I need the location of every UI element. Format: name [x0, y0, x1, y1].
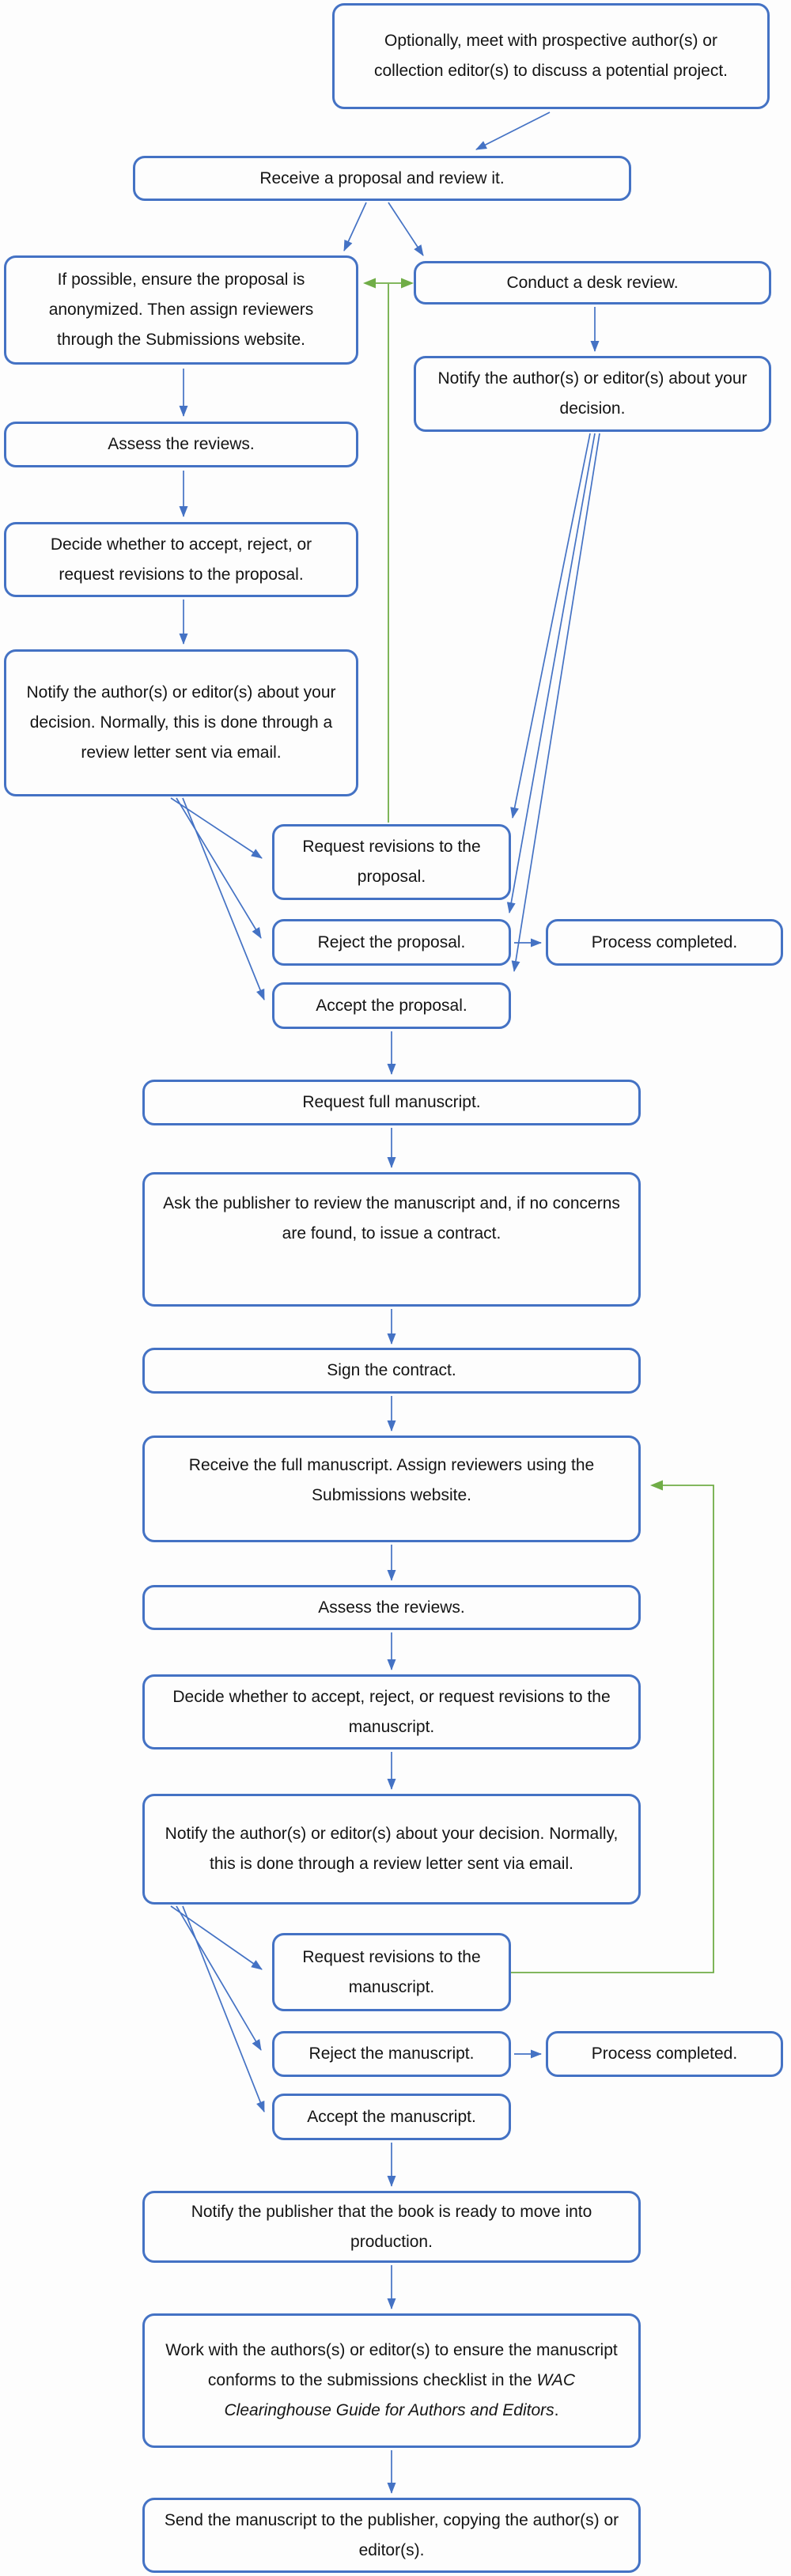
node-label: Ask the publisher to review the manuscri… — [163, 1194, 620, 1243]
node-label: Notify the author(s) or editor(s) about … — [165, 1825, 619, 1873]
node-desk-review: Conduct a desk review. — [414, 261, 771, 305]
node-receive-proposal: Receive a proposal and review it. — [133, 156, 631, 201]
node-label: Reject the manuscript. — [308, 2045, 475, 2063]
node-label: Accept the manuscript. — [307, 2107, 476, 2126]
node-label-text: . — [554, 2401, 559, 2419]
node-assess-reviews-proposal: Assess the reviews. — [4, 422, 358, 467]
edge-notify-decision-to-reject-manuscript — [176, 1905, 262, 2051]
edge-desk-notify-to-accept-proposal — [511, 433, 600, 972]
node-accept-proposal: Accept the proposal. — [272, 982, 511, 1029]
node-label: Assess the reviews. — [108, 435, 255, 453]
node-receive-full-manuscript: Receive the full manuscript. Assign revi… — [142, 1436, 641, 1542]
node-label: Send the manuscript to the publisher, co… — [164, 2510, 619, 2559]
node-label: Request revisions to the proposal. — [302, 838, 481, 886]
edge-notify-decision-to-accept-proposal — [182, 797, 265, 1001]
node-label: Receive the full manuscript. Assign revi… — [188, 1456, 595, 1504]
edge-revision-loop-manuscript — [511, 1480, 714, 1973]
node-label: Notify the author(s) or editor(s) about … — [437, 369, 747, 418]
edge-notify-decision-to-reject-proposal — [176, 797, 262, 939]
node-label: Notify the publisher that the book is re… — [191, 2202, 592, 2251]
edge-optional-meeting-to-receive-proposal — [475, 112, 551, 150]
node-reject-manuscript: Reject the manuscript. — [272, 2031, 511, 2077]
node-label: Notify the author(s) or editor(s) about … — [26, 683, 336, 762]
node-label: Conduct a desk review. — [506, 273, 679, 292]
edge-desk-notify-to-reject-proposal — [506, 433, 596, 914]
node-label: Decide whether to accept, reject, or req… — [50, 535, 312, 584]
node-label: Accept the proposal. — [316, 996, 467, 1015]
node-label: Process completed. — [591, 2045, 738, 2063]
edge-desk-notify-to-request-revisions-proposal — [510, 433, 591, 819]
node-label: Sign the contract. — [327, 1361, 456, 1379]
node-process-completed-proposal: Process completed. — [546, 919, 783, 966]
node-label: Reject the proposal. — [317, 932, 466, 951]
node-label-text: Work with the authors(s) or editor(s) to… — [165, 2341, 618, 2389]
edge-notify-decision-to-request-revisions-proposal — [170, 797, 263, 859]
node-assess-reviews-manuscript: Assess the reviews. — [142, 1585, 641, 1630]
node-label: Assess the reviews. — [318, 1598, 465, 1617]
node-work-checklist: Work with the authors(s) or editor(s) to… — [142, 2313, 641, 2448]
node-label: Receive a proposal and review it. — [259, 168, 505, 187]
node-notify-decision-proposal: Notify the author(s) or editor(s) about … — [4, 649, 358, 796]
node-decide-manuscript: Decide whether to accept, reject, or req… — [142, 1674, 641, 1749]
node-notify-decision-manuscript: Notify the author(s) or editor(s) about … — [142, 1794, 641, 1905]
node-request-revisions-proposal: Request revisions to the proposal. — [272, 824, 511, 900]
node-decide-proposal: Decide whether to accept, reject, or req… — [4, 522, 358, 597]
node-notify-production: Notify the publisher that the book is re… — [142, 2191, 641, 2263]
edge-notify-decision-to-accept-manuscript — [182, 1905, 265, 2113]
node-label-italic-title: WAC Clearinghouse Guide for Authors and … — [224, 2371, 576, 2419]
node-optional-meeting: Optionally, meet with prospective author… — [332, 3, 770, 109]
node-request-revisions-manuscript: Request revisions to the manuscript. — [272, 1933, 511, 2011]
node-process-completed-manuscript: Process completed. — [546, 2031, 783, 2077]
node-sign-contract: Sign the contract. — [142, 1348, 641, 1394]
node-label: Work with the authors(s) or editor(s) to… — [162, 2336, 621, 2426]
node-label: Process completed. — [591, 932, 738, 951]
node-request-full-manuscript: Request full manuscript. — [142, 1080, 641, 1125]
edge-receive-proposal-to-anonymize — [343, 202, 367, 252]
node-label: Decide whether to accept, reject, or req… — [172, 1687, 611, 1736]
node-anonymize-assign-reviewers: If possible, ensure the proposal is anon… — [4, 255, 358, 365]
node-label: If possible, ensure the proposal is anon… — [48, 270, 314, 349]
node-desk-notify-decision: Notify the author(s) or editor(s) about … — [414, 356, 771, 432]
node-send-to-publisher: Send the manuscript to the publisher, co… — [142, 2498, 641, 2573]
node-ask-publisher-contract: Ask the publisher to review the manuscri… — [142, 1172, 641, 1307]
node-label: Optionally, meet with prospective author… — [373, 32, 729, 80]
node-label: Request full manuscript. — [302, 1093, 481, 1111]
node-label: Request revisions to the manuscript. — [302, 1947, 481, 1996]
node-reject-proposal: Reject the proposal. — [272, 919, 511, 966]
node-accept-manuscript: Accept the manuscript. — [272, 2094, 511, 2140]
edge-notify-decision-to-request-revisions-manuscript — [170, 1905, 263, 1970]
edge-receive-proposal-to-desk-review — [388, 202, 424, 256]
